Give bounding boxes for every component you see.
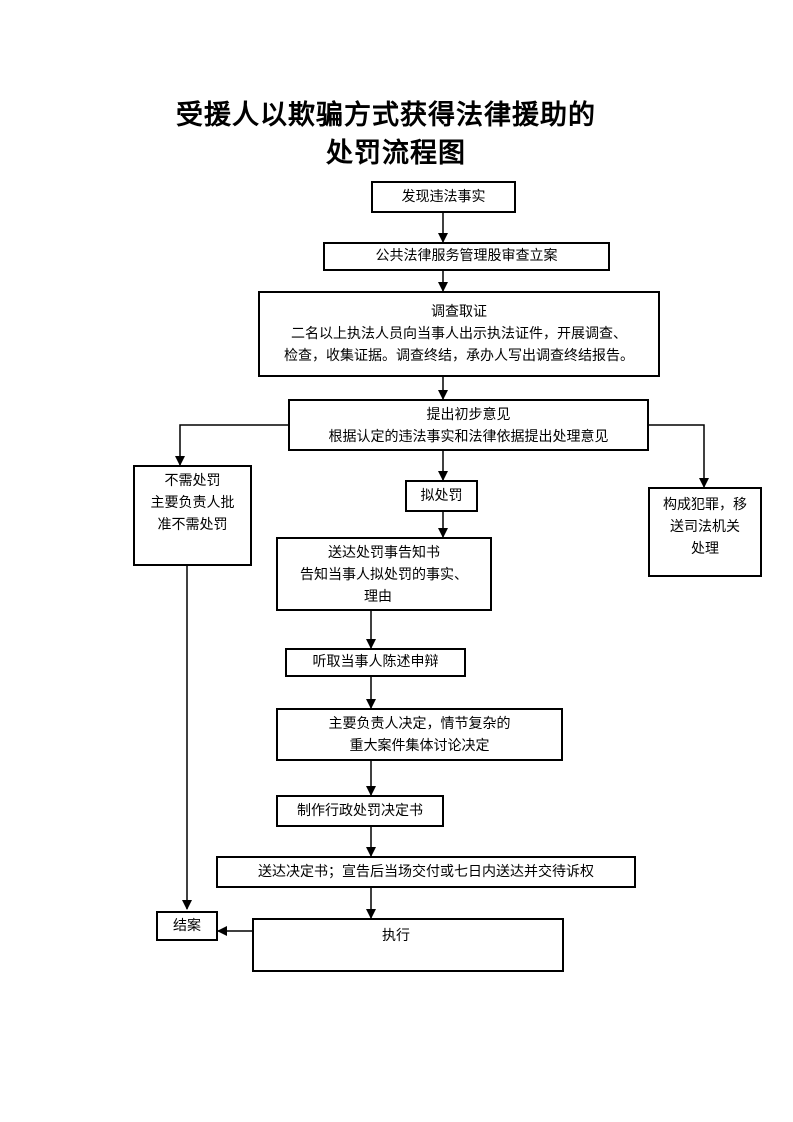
node-opinion: 提出初步意见 根据认定的违法事实和法律依据提出处理意见	[288, 399, 649, 451]
node-opinion-heading: 提出初步意见	[426, 407, 511, 423]
node-serve: 送达决定书；宣告后当场交付或七日内送达并交待诉权	[216, 856, 636, 888]
node-decide: 主要负责人决定，情节复杂的 重大案件集体讨论决定	[276, 708, 563, 761]
node-close: 结案	[156, 911, 218, 941]
node-opinion-line2: 根据认定的违法事实和法律依据提出处理意见	[328, 429, 609, 445]
node-investigate-line2: 二名以上执法人员向当事人出示执法证件，开展调查、	[291, 326, 627, 342]
node-no-penalty-heading: 不需处罚	[164, 473, 221, 489]
node-crime-line1: 构成犯罪，移	[663, 497, 747, 513]
node-crime-line2: 送司法机关	[670, 519, 740, 535]
node-register: 公共法律服务管理股审查立案	[323, 242, 610, 271]
node-hearing-text: 听取当事人陈述申辩	[312, 654, 439, 670]
node-crime: 构成犯罪，移 送司法机关 处理	[648, 487, 762, 577]
node-decide-line2: 重大案件集体讨论决定	[349, 738, 490, 754]
node-no-penalty: 不需处罚 主要负责人批 准不需处罚	[133, 465, 252, 566]
node-propose-text: 拟处罚	[420, 488, 463, 504]
arrow-opinion-to-no-penalty	[175, 424, 288, 466]
node-propose: 拟处罚	[405, 480, 478, 512]
node-execute: 执行	[252, 918, 564, 972]
node-discover-text: 发现违法事实	[401, 189, 486, 205]
node-hearing: 听取当事人陈述申辩	[285, 648, 466, 677]
node-investigate-line3: 检查，收集证据。调查终结，承办人写出调查终结报告。	[284, 348, 634, 364]
node-make-decision: 制作行政处罚决定书	[276, 795, 444, 827]
node-make-decision-text: 制作行政处罚决定书	[297, 803, 423, 819]
node-notice-heading: 送达处罚事告知书	[328, 545, 440, 561]
node-investigate-heading: 调查取证	[431, 304, 487, 320]
node-close-text: 结案	[173, 918, 201, 934]
node-discover: 发现违法事实	[371, 181, 516, 213]
node-execute-text: 执行	[382, 928, 410, 944]
node-investigate: 调查取证 二名以上执法人员向当事人出示执法证件，开展调查、 检查，收集证据。调查…	[258, 291, 660, 377]
node-notice-line3: 理由	[364, 589, 392, 605]
node-no-penalty-line3: 准不需处罚	[157, 517, 228, 533]
node-crime-line3: 处理	[691, 541, 719, 557]
node-notice: 送达处罚事告知书 告知当事人拟处罚的事实、 理由	[276, 537, 492, 611]
diagram-title-line-2: 处罚流程图	[326, 138, 466, 169]
node-decide-line1: 主要负责人决定，情节复杂的	[328, 716, 511, 732]
node-register-text: 公共法律服务管理股审查立案	[375, 248, 558, 264]
diagram-title-line-1: 受援人以欺骗方式获得法律援助的	[176, 100, 596, 131]
node-no-penalty-line2: 主要负责人批	[150, 495, 235, 511]
node-serve-text: 送达决定书；宣告后当场交付或七日内送达并交待诉权	[258, 864, 594, 880]
node-notice-line2: 告知当事人拟处罚的事实、	[300, 567, 468, 583]
